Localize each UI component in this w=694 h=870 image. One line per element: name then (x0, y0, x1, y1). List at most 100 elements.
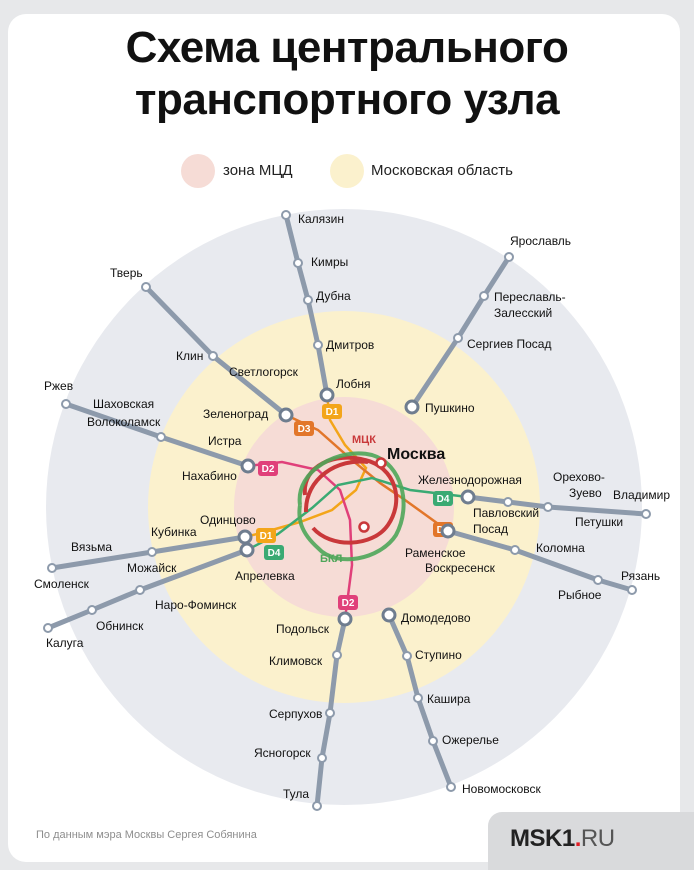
bkl-ring (297, 451, 406, 562)
label-rybnoe: Рыбное (558, 588, 602, 602)
station-dot-dubna (303, 295, 313, 305)
label-kolomna: Коломна (536, 541, 585, 555)
station-dot-sergiev (453, 333, 463, 343)
station-dot-ozherelye (428, 736, 438, 746)
label-serpukhov: Серпухов (269, 707, 322, 721)
label-novomoskovsk: Новомосковск (462, 782, 541, 796)
label-orekhovo-1: Орехово- (553, 470, 605, 484)
d2-badge-west-text: D2 (262, 464, 275, 475)
label-ozherelye: Ожерелье (442, 733, 499, 747)
label-tver: Тверь (110, 266, 143, 280)
logo-ru: RU (580, 825, 615, 852)
label-zheleznodorozhnaya: Железнодорожная (418, 473, 522, 487)
mck-station-dot (358, 521, 370, 533)
station-dot-voskresensk (510, 545, 520, 555)
mcd-zone (234, 397, 454, 617)
station-dot-novomoskovsk (446, 782, 456, 792)
label-shakhovskaya: Шаховская (93, 397, 154, 411)
d1-line (244, 394, 368, 539)
label-svetlogorsk: Светлогорск (229, 365, 299, 379)
hub-dot-pushkino (404, 399, 420, 415)
label-istra: Истра (208, 434, 242, 448)
d4-badge-east: D4 (433, 491, 453, 506)
mck-ring-top (303, 459, 369, 513)
label-vyazma: Вязьма (71, 540, 112, 554)
d1-badge-north: D1 (322, 404, 342, 419)
moscow-center-dot (375, 457, 387, 469)
logo-main: MSK1 (510, 825, 575, 852)
legend-moscow-region-label: Московская область (371, 162, 513, 179)
label-kimry: Кимры (311, 255, 348, 269)
hub-dot-nakhabino (240, 458, 256, 474)
label-kaluga: Калуга (46, 636, 84, 650)
label-zelenograd: Зеленоград (203, 407, 268, 421)
station-dot-pereslavl (479, 291, 489, 301)
page-title: Схема центрального транспортного узла (0, 22, 694, 126)
d4-badge-west-text: D4 (268, 548, 281, 559)
d4-line (246, 476, 469, 552)
hub-dot-ramenskoe (440, 523, 456, 539)
d1-badge-north-text: D1 (326, 407, 339, 418)
station-dot-volokolamsk (156, 432, 166, 442)
label-vladimir: Владимир (613, 488, 670, 502)
label-pavlovsky-2: Посад (473, 522, 508, 536)
label-obninsk: Обнинск (96, 619, 144, 633)
d1-badge-west: D1 (256, 528, 276, 543)
label-smolensk: Смоленск (34, 577, 90, 591)
label-rzhev: Ржев (44, 379, 73, 393)
label-dubna: Дубна (316, 289, 351, 303)
label-ramenskoe: Раменское (405, 546, 466, 560)
label-volokolamsk: Волоколамск (87, 415, 161, 429)
station-dot-kubinka (147, 547, 157, 557)
hub-dot-domodedovo (381, 607, 397, 623)
station-dot-serpukhov (325, 708, 335, 718)
d1-badge-west-text: D1 (260, 531, 273, 542)
mck-label: МЦК (352, 434, 376, 446)
title-line-1: Схема центрального (125, 23, 569, 72)
label-lobnya: Лобня (336, 377, 371, 391)
station-dot-rybnoe (593, 575, 603, 585)
hub-dot-aprelevka (239, 542, 255, 558)
label-petushki: Петушки (575, 515, 623, 529)
label-klin: Клин (176, 349, 203, 363)
station-dot-tula (312, 801, 322, 811)
station-dot-obninsk (87, 605, 97, 615)
label-kalyazin: Калязин (298, 212, 344, 226)
label-tula: Тула (283, 787, 309, 801)
hub-dot-zelenograd (278, 407, 294, 423)
label-mozhaysk: Можайск (127, 561, 177, 575)
label-aprelevka: Апрелевка (235, 569, 295, 583)
station-dot-stupino (402, 651, 412, 661)
rail-line-northeast (409, 254, 512, 410)
rail-line-southwest (45, 547, 250, 631)
label-odintsovo: Одинцово (200, 513, 256, 527)
label-dmitrov: Дмитров (326, 338, 374, 352)
station-dots (43, 210, 651, 811)
station-dot-ryazan (627, 585, 637, 595)
hub-dots (237, 387, 476, 627)
d2-badge-west: D2 (258, 461, 278, 476)
station-dot-dmitrov (313, 340, 323, 350)
msk1-logo-text: MSK1.RU (510, 825, 615, 853)
label-kashira: Кашира (427, 692, 471, 706)
hub-dot-lobnya (319, 387, 335, 403)
d2-badge-south: D2 (338, 595, 358, 610)
station-dot-kalyazin (281, 210, 291, 220)
label-pavlovsky-1: Павловский (473, 506, 539, 520)
d2-line (247, 460, 354, 620)
moscow-label: Москва (387, 446, 445, 463)
station-dot-kimry (293, 258, 303, 268)
title-line-2: транспортного узла (134, 75, 560, 124)
legend-mcd-zone-swatch (181, 154, 215, 188)
label-klimovsk: Климовск (269, 654, 323, 668)
d4-badge-west: D4 (264, 545, 284, 560)
station-dot-yasnogorsk (317, 753, 327, 763)
d2-badge-south-text: D2 (342, 598, 355, 609)
d4-badge-east-text: D4 (437, 494, 450, 505)
label-sergiev: Сергиев Посад (467, 337, 551, 351)
station-dot-tver (141, 282, 151, 292)
label-pereslavl-2: Залесский (494, 306, 552, 320)
bkl-label: БКЛ (320, 553, 342, 565)
hub-dot-zheleznodorozhnaya (460, 489, 476, 505)
